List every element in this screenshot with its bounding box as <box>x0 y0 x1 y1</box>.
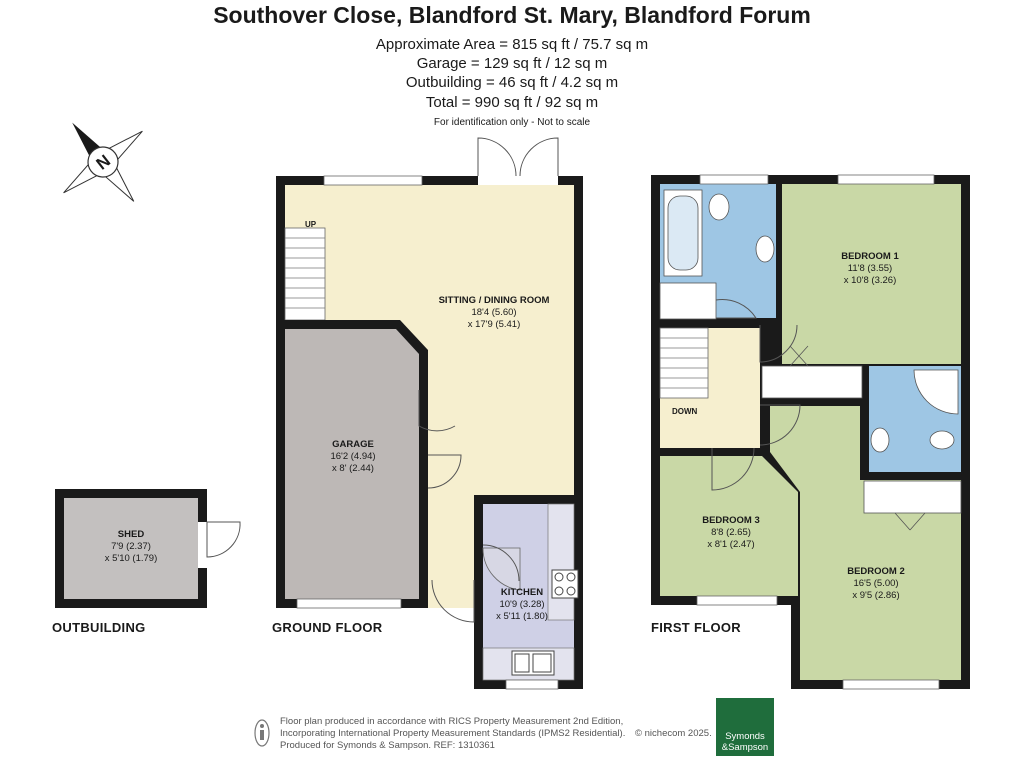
sitting-dining-label: SITTING / DINING ROOM <box>439 295 550 306</box>
disclaimer-note: For identification only - Not to scale <box>433 117 591 128</box>
copyright-notice: © nichecom 2025. <box>635 728 712 739</box>
bedroom2-label: BEDROOM 2 <box>847 566 905 577</box>
shed-dim2: x 5'10 (1.79) <box>105 553 158 564</box>
page-title: Southover Close, Blandford St. Mary, Bla… <box>213 2 811 28</box>
footer-line-2: Incorporating International Property Mea… <box>280 728 626 739</box>
garage-dim1: 16'2 (4.94) <box>330 451 375 462</box>
garage-dim2: x 8' (2.44) <box>332 463 374 474</box>
sitting-dining-dim2: x 17'9 (5.41) <box>468 319 521 330</box>
stairs-down-label: DOWN <box>672 407 698 416</box>
north-arrow-icon: N <box>63 122 143 202</box>
bedroom3-dim2: x 8'1 (2.47) <box>707 539 754 550</box>
bedroom3-dim1: 8'8 (2.65) <box>711 527 751 538</box>
garage-area: Garage = 129 sq ft / 12 sq m <box>416 55 608 72</box>
shed-label: SHED <box>118 529 145 540</box>
sitting-dining-dim1: 18'4 (5.60) <box>471 307 516 318</box>
first-floor-plan <box>651 174 970 690</box>
kitchen-dim2: x 5'11 (1.80) <box>496 611 548 622</box>
bedroom1-label: BEDROOM 1 <box>841 251 899 262</box>
bedroom3-label: BEDROOM 3 <box>702 515 760 526</box>
stairs-up-label: UP <box>305 220 317 229</box>
bedroom2-dim2: x 9'5 (2.86) <box>852 590 899 601</box>
outbuilding-floor-label: OUTBUILDING <box>52 620 146 635</box>
bedroom1-dim1: 11'8 (3.55) <box>848 263 892 274</box>
footer-notes: Floor plan produced in accordance with R… <box>280 716 625 752</box>
logo-line-1: Symonds <box>725 731 765 742</box>
kitchen-label: KITCHEN <box>501 587 543 598</box>
logo-line-2: &Sampson <box>721 742 769 753</box>
approximate-area: Approximate Area = 815 sq ft / 75.7 sq m <box>375 36 649 53</box>
bedroom1-dim2: x 10'8 (3.26) <box>844 275 897 286</box>
outbuilding-plan <box>55 489 241 608</box>
first-floor-label: FIRST FLOOR <box>651 620 741 635</box>
accessibility-icon <box>254 719 270 747</box>
kitchen-dim1: 10'9 (3.28) <box>499 599 544 610</box>
footer-line-1: Floor plan produced in accordance with R… <box>280 716 624 727</box>
outbuilding-area: Outbuilding = 46 sq ft / 4.2 sq m <box>405 74 619 91</box>
ground-floor-plan <box>276 137 583 690</box>
shed-dim1: 7'9 (2.37) <box>111 541 151 552</box>
bedroom2-dim1: 16'5 (5.00) <box>853 578 898 589</box>
footer-line-3: Produced for Symonds & Sampson. REF: 131… <box>280 740 495 751</box>
symonds-sampson-logo: Symonds &Sampson <box>716 698 774 756</box>
ground-floor-label: GROUND FLOOR <box>272 620 383 635</box>
garage-label: GARAGE <box>332 439 374 450</box>
total-area: Total = 990 sq ft / 92 sq m <box>425 94 599 111</box>
